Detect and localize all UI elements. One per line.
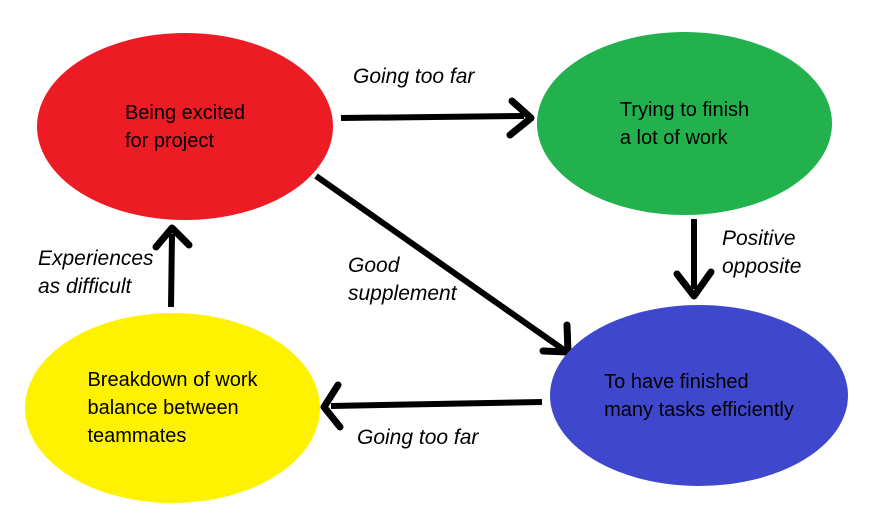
node-label: To have finished many tasks efficiently: [604, 368, 794, 424]
node-trying-to-finish: Trying to finish a lot of work: [537, 32, 832, 215]
node-label-line: for project: [124, 129, 214, 152]
node-label-line: Trying to finish: [619, 98, 750, 121]
edge-label-positive-opposite: Positive opposite: [722, 225, 801, 281]
node-label: Breakdown of work balance between teamma…: [87, 366, 257, 450]
node-label-line: many tasks efficiently: [604, 398, 794, 421]
arrow-excited-to-trying: [340, 97, 535, 139]
node-label-line: Being excited: [124, 101, 246, 124]
node-label: Being excited for project: [125, 99, 245, 155]
edge-label-good-supplement: Good supplement: [348, 252, 457, 308]
node-label-line: To have finished: [604, 370, 749, 393]
node-label: Trying to finish a lot of work: [620, 96, 749, 152]
edge-label-line: as difficult: [38, 275, 132, 298]
node-label-line: balance between: [87, 397, 239, 419]
node-finished-tasks: To have finished many tasks efficiently: [550, 305, 848, 486]
edge-label-experiences-as-difficult: Experiences as difficult: [38, 245, 154, 301]
edge-label-line: supplement: [348, 282, 457, 305]
edge-label-line: Going too far: [357, 426, 479, 449]
node-label-line: teammates: [87, 425, 187, 447]
arrow-finished-to-breakdown: [320, 381, 543, 431]
node-label-line: Breakdown of work: [87, 369, 258, 391]
edge-label-line: opposite: [722, 255, 802, 278]
arrow-breakdown-to-excited: [152, 224, 193, 308]
edge-label-line: Going too far: [353, 65, 475, 88]
edge-label-line: Positive: [722, 227, 796, 250]
edge-label-going-too-far-bottom: Going too far: [357, 424, 478, 452]
node-breakdown: Breakdown of work balance between teamma…: [25, 313, 320, 503]
node-label-line: a lot of work: [619, 126, 728, 149]
edge-label-line: Experiences: [38, 247, 154, 270]
node-being-excited: Being excited for project: [37, 33, 333, 220]
edge-label-line: Good: [348, 254, 400, 277]
arrow-trying-to-finished: [673, 219, 715, 300]
edge-label-going-too-far-top: Going too far: [353, 63, 474, 91]
